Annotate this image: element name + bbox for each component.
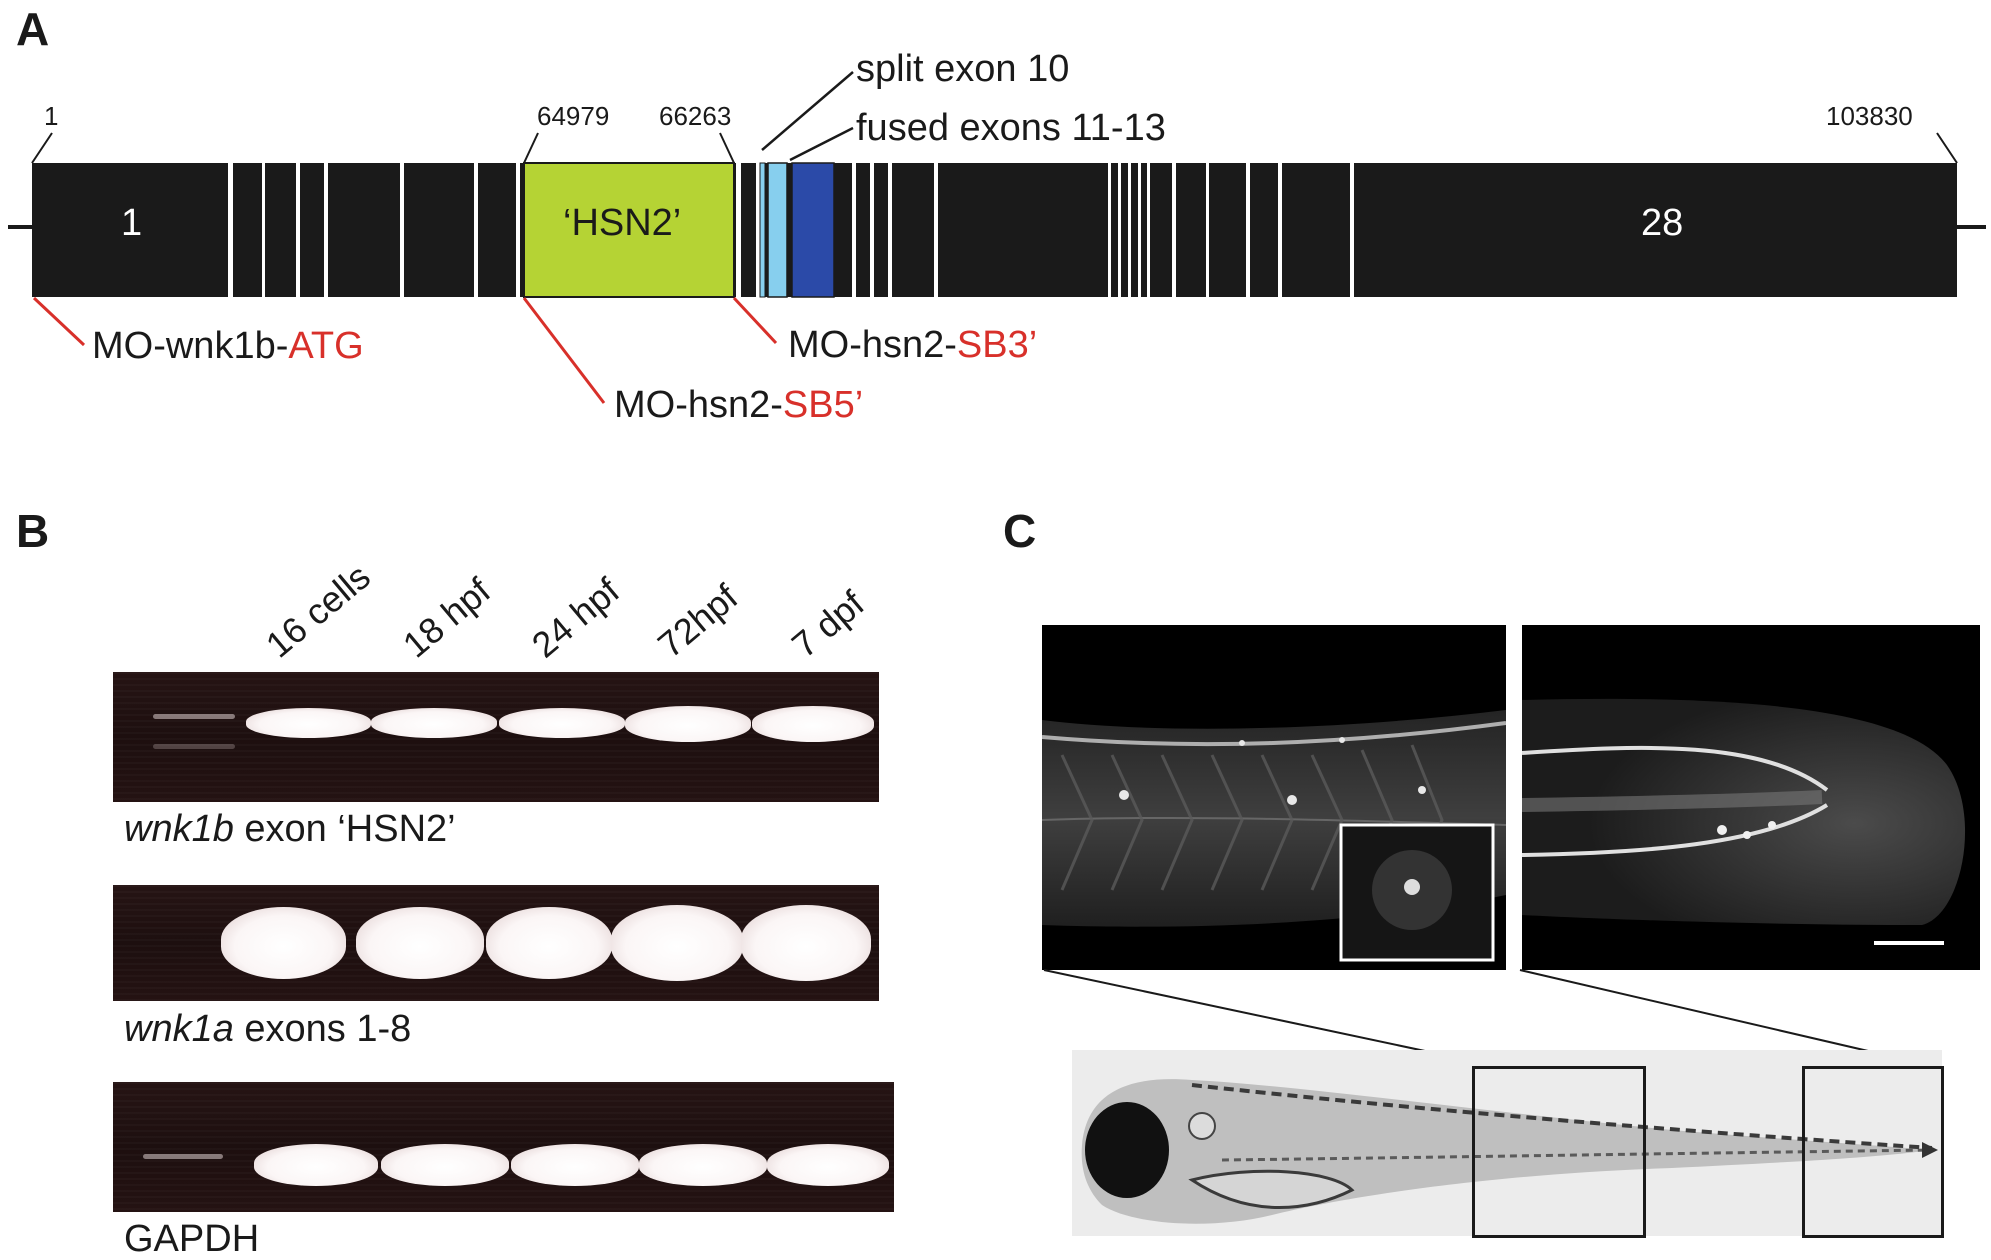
hsn2-exon <box>523 162 735 298</box>
zoom-guide-lines <box>1043 969 1912 1062</box>
band <box>381 1144 509 1186</box>
brightfield-zebrafish-image <box>1072 1050 1944 1238</box>
lane-label-72hpf: 72hpf <box>649 576 746 666</box>
mo-sb5-leader <box>522 297 606 404</box>
coord-start-tick <box>31 132 53 164</box>
band <box>752 706 874 742</box>
band <box>639 1144 767 1186</box>
fluorescence-image-trunk <box>1042 625 1506 970</box>
band <box>741 905 871 981</box>
split-exon-label: split exon 10 <box>856 48 1070 90</box>
split-exon-a <box>759 162 766 298</box>
panel-label-c: C <box>1003 505 1037 557</box>
exon-1-label: 1 <box>121 202 143 244</box>
split-exon-leader <box>761 71 854 151</box>
exon-28-label: 28 <box>1641 202 1684 244</box>
lane-label-7-dpf: 7 dpf <box>783 582 872 666</box>
scale-bar <box>1874 941 1944 945</box>
mo-atg-leader <box>32 296 86 347</box>
split-exon-b <box>767 162 788 298</box>
lane-label-24-hpf: 24 hpf <box>523 569 627 666</box>
mo-hsn2-sb3-label: MO-hsn2-SB3’ <box>788 324 1038 366</box>
mo-sb3-leader <box>732 296 778 345</box>
fused-exons-leader <box>789 126 854 162</box>
band <box>611 905 743 981</box>
zoom-box-trunk <box>1472 1066 1646 1238</box>
fused-exons-label: fused exons 11-13 <box>856 107 1166 149</box>
band <box>371 708 497 738</box>
exon-block <box>32 163 1957 297</box>
band <box>246 708 371 738</box>
gel-gapdh <box>113 1082 894 1212</box>
band <box>767 1144 889 1186</box>
band <box>221 907 346 979</box>
gel-wnk1b-hsn2 <box>113 672 879 802</box>
mo-hsn2-sb5-label: MO-hsn2-SB5’ <box>614 384 864 426</box>
lane-label-18-hpf: 18 hpf <box>394 569 498 666</box>
gel-caption-wnk1b: wnk1b exon ‘HSN2’ <box>124 808 456 850</box>
gel-caption-wnk1a: wnk1a exons 1-8 <box>124 1008 412 1050</box>
coord-hsn2-start: 64979 <box>537 101 610 131</box>
band <box>625 706 751 742</box>
gel-wnk1a <box>113 885 879 1001</box>
gene-structure-diagram <box>8 71 1986 404</box>
exon-hsn2-label: ‘HSN2’ <box>563 202 682 244</box>
zoom-box-tail <box>1802 1066 1944 1238</box>
band <box>499 708 625 738</box>
coord-hsn2-end: 66263 <box>659 101 732 131</box>
fused-exons <box>791 162 835 298</box>
mo-wnk1b-atg-label: MO-wnk1b-ATG <box>92 325 364 367</box>
coord-hsn2-end-tick <box>719 132 735 164</box>
coord-end: 103830 <box>1826 101 1913 131</box>
panel-label-a: A <box>16 3 50 55</box>
lane-label-16-cells: 16 cells <box>257 555 378 666</box>
coord-start: 1 <box>44 101 59 131</box>
coord-end-tick <box>1936 132 1958 164</box>
band <box>254 1144 378 1186</box>
coord-hsn2-start-tick <box>523 132 539 164</box>
band <box>356 907 484 979</box>
gel-caption-gapdh: GAPDH <box>124 1218 260 1260</box>
fluorescence-image-tail <box>1522 625 1980 970</box>
band <box>486 907 612 979</box>
panel-label-b: B <box>16 505 50 557</box>
band <box>511 1144 639 1186</box>
